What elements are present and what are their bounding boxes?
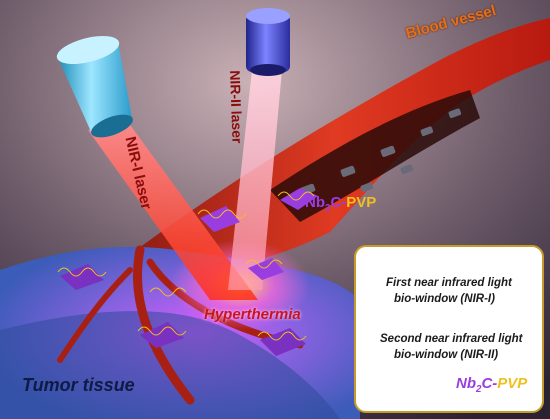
nir2-laser-head xyxy=(246,8,290,76)
legend-nir2-line2: bio-window (NIR-II) xyxy=(394,349,499,361)
legend-nb: Nb xyxy=(456,375,476,392)
nanoparticle-sub: 2 xyxy=(325,203,331,214)
nanoparticle-nb: Nb xyxy=(305,194,325,211)
particles-in-lumen xyxy=(300,108,462,195)
nir1-beam xyxy=(88,122,258,300)
nanoparticle-label: Nb2C-PVP xyxy=(305,194,376,214)
legend-nir1-line2: bio-window (NIR-I) xyxy=(394,293,495,305)
nanoparticle-pvp: PVP xyxy=(346,194,377,211)
legend-c: C- xyxy=(481,375,498,392)
nir2-laser-label: NIR-II laser xyxy=(227,70,246,144)
legend-nir2-line1: Second near infrared light xyxy=(380,333,523,345)
nanosheets xyxy=(60,188,318,356)
legend-nanosheet-label: Nb2C-PVP xyxy=(456,375,527,395)
legend-nir1-line1: First near infrared light xyxy=(386,277,512,289)
blood-vessel xyxy=(120,18,550,271)
vessel-lumen xyxy=(270,90,480,222)
hyperthermia-label: Hyperthermia xyxy=(204,306,301,323)
legend-nb-sub: 2 xyxy=(476,384,482,395)
tumor-tissue-label: Tumor tissue xyxy=(22,375,135,395)
legend-box: First near infrared light bio-window (NI… xyxy=(354,245,544,413)
legend-pvp: PVP xyxy=(497,375,528,392)
nir2-beam xyxy=(228,70,282,290)
nanoparticle-c: C- xyxy=(330,194,347,211)
pvp-chains xyxy=(57,191,315,341)
nir1-laser-head xyxy=(56,36,133,138)
